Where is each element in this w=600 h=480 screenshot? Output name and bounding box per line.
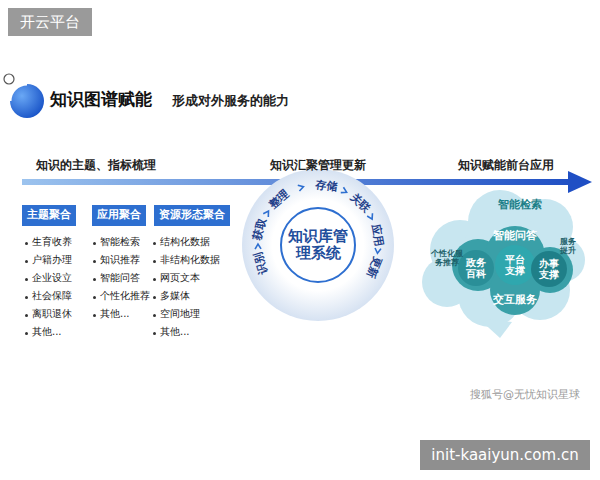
url-bar: [420, 440, 590, 470]
node-text: 知识库管理系统: [286, 228, 351, 263]
stage-label: 知识的主题、指标梳理: [36, 158, 156, 172]
service-bubble: 办事支撑: [531, 251, 567, 287]
list-item: 个性化推荐: [100, 290, 150, 302]
system-circle: 知识库管理系统: [280, 207, 356, 283]
cloud-inner: [452, 226, 573, 315]
bullet: [25, 296, 28, 299]
list-item: 离职退休: [32, 308, 72, 320]
service-label: 个性化服务推荐: [430, 249, 464, 267]
service-label: 智能问答: [493, 229, 537, 242]
bullet: [93, 296, 96, 299]
category-box: 资源形态聚合: [154, 205, 230, 226]
bullet: [25, 260, 28, 263]
subtitle: 形成对外服务的能力: [172, 93, 289, 109]
process-step: 存储: [315, 178, 339, 194]
list-item: 其他...: [32, 326, 62, 338]
stage-label: 知识汇聚管理更新: [270, 158, 366, 172]
list-item: 空间地理: [160, 308, 200, 320]
url-text: init-kaaiyun.com.cn: [431, 446, 578, 464]
category-box: 应用聚合: [92, 205, 146, 226]
node-text: 主题聚合: [27, 209, 71, 222]
bullet: [153, 260, 156, 263]
list-item: 网页文本: [160, 272, 200, 284]
cycle-arrow: [263, 210, 271, 217]
bullet: [153, 242, 156, 245]
cycle-arrow: [255, 244, 261, 249]
stage-label: 知识赋能前台应用: [458, 158, 554, 172]
list-item: 其他...: [160, 326, 190, 338]
footer-note: 搜狐号@无忧知识星球: [470, 388, 580, 401]
category-box: 主题聚合: [22, 205, 76, 226]
bullet: [25, 332, 28, 335]
bullet: [93, 260, 96, 263]
watermark: 开云平台: [8, 8, 92, 36]
bullet: [153, 296, 156, 299]
deco-ball: [10, 84, 44, 118]
service-label: 智能检索: [498, 198, 542, 211]
list-item: 知识推荐: [100, 254, 140, 266]
list-item: 智能问答: [100, 272, 140, 284]
ring-shadow: [242, 169, 394, 321]
bullet: [25, 314, 28, 317]
bullet: [153, 314, 156, 317]
arrow-head: [568, 171, 592, 193]
list-item: 社会保障: [32, 290, 72, 302]
list-item: 其他...: [100, 308, 130, 320]
list-item: 企业设立: [32, 272, 72, 284]
node-text: 资源形态聚合: [159, 209, 225, 222]
node-text: 办事支撑: [539, 258, 560, 281]
bullet: [153, 278, 156, 281]
list-item: 智能检索: [100, 236, 140, 248]
title: 知识图谱赋能: [50, 89, 152, 109]
deco-circle: [4, 74, 14, 84]
bullet: [93, 278, 96, 281]
list-item: 多媒体: [160, 290, 190, 302]
list-item: 户籍办理: [32, 254, 72, 266]
bullet: [25, 242, 28, 245]
list-item: 结构化数据: [160, 236, 210, 248]
service-label: 交互服务: [493, 293, 537, 306]
cloud-outer: [422, 190, 585, 338]
cycle-arrow: [341, 187, 348, 195]
list-item: 非结构化数据: [160, 254, 220, 266]
cycle-arrow: [367, 213, 375, 220]
bullet: [93, 314, 96, 317]
cycle-arrow: [298, 184, 304, 191]
bullet: [25, 278, 28, 281]
service-bubble: 平台支撑: [495, 245, 535, 285]
deco-arc: [10, 84, 27, 101]
cycle-arrow: [375, 248, 381, 254]
node-text: 政务百科: [466, 257, 487, 280]
node-text: 应用聚合: [97, 209, 141, 222]
bullet: [93, 242, 96, 245]
list-item: 生育收养: [32, 236, 72, 248]
service-bubble: 政务百科: [458, 250, 494, 286]
service-label: 服务提升: [560, 237, 577, 255]
node-text: 平台支撑: [505, 254, 526, 277]
bullet: [153, 332, 156, 335]
